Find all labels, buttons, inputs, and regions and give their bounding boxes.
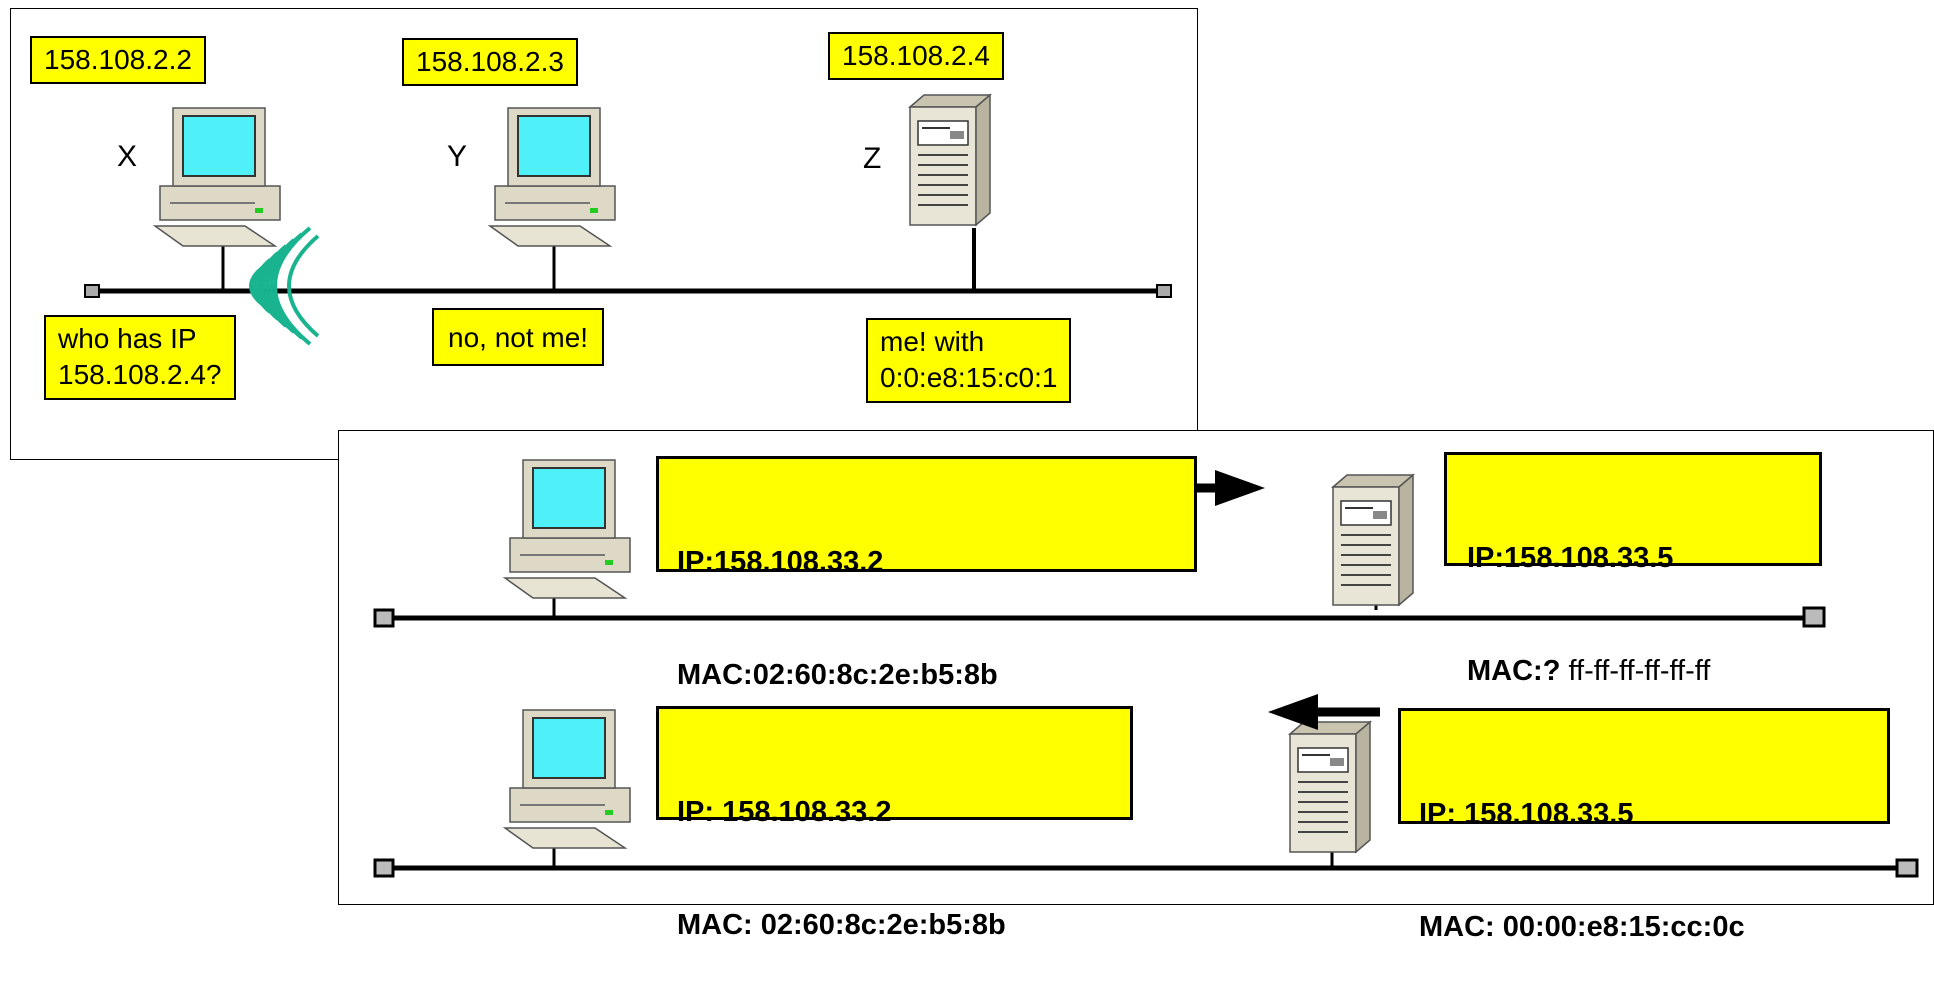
arp-reply-yes-message: me! with 0:0:e8:15:c0:1 xyxy=(866,318,1072,403)
target-server-2-icon xyxy=(1289,721,1371,853)
reply-sender-label: IP: 158.108.33.2 MAC: 02:60:8c:2e:b5:8b xyxy=(656,706,1133,941)
host-x-ip-label: 158.108.2.2 xyxy=(30,36,206,85)
request-target-mac-value: ff-ff-ff-ff-ff-ff xyxy=(1568,655,1711,688)
arp-reply-no-message: no, not me! xyxy=(432,308,605,367)
host-y-name: Y xyxy=(447,140,468,173)
reply-target-label: IP: 158.108.33.5 MAC: 00:00:e8:15:cc:0c xyxy=(1398,708,1890,943)
sender-pc-icon xyxy=(504,459,631,599)
broadcast-signal-icon xyxy=(249,226,320,346)
request-sender-mac: MAC:02:60:8c:2e:b5:8b xyxy=(677,659,998,692)
request-target-ip: IP:158.108.33.5 xyxy=(1467,542,1674,575)
request-sender-label: IP:158.108.33.2 MAC:02:60:8c:2e:b5:8b xyxy=(656,456,1197,691)
top-network-drawing xyxy=(84,94,1172,346)
reply-target-mac: MAC: 00:00:e8:15:cc:0c xyxy=(1419,911,1745,944)
host-z-name: Z xyxy=(863,142,882,175)
reply-sender-ip: IP: 158.108.33.2 xyxy=(677,796,892,829)
host-z-ip-label: 158.108.2.4 xyxy=(828,32,1004,81)
request-target-label: IP:158.108.33.5 MAC:? ff-ff-ff-ff-ff-ff xyxy=(1444,452,1822,687)
sender-pc-2-icon xyxy=(504,709,631,849)
request-sender-ip: IP:158.108.33.2 xyxy=(677,546,884,579)
request-target-mac-prefix: MAC:? xyxy=(1467,655,1561,688)
host-y-ip-label: 158.108.2.3 xyxy=(402,38,578,87)
bottom-network-drawing xyxy=(373,459,1919,878)
arp-request-message: who has IP 158.108.2.4? xyxy=(44,315,236,400)
arrow-left-icon xyxy=(1268,694,1380,730)
reply-target-ip: IP: 158.108.33.5 xyxy=(1419,798,1634,831)
host-x-name: X xyxy=(117,140,138,173)
target-server-icon xyxy=(1332,474,1414,606)
reply-sender-mac: MAC: 02:60:8c:2e:b5:8b xyxy=(677,909,1006,942)
